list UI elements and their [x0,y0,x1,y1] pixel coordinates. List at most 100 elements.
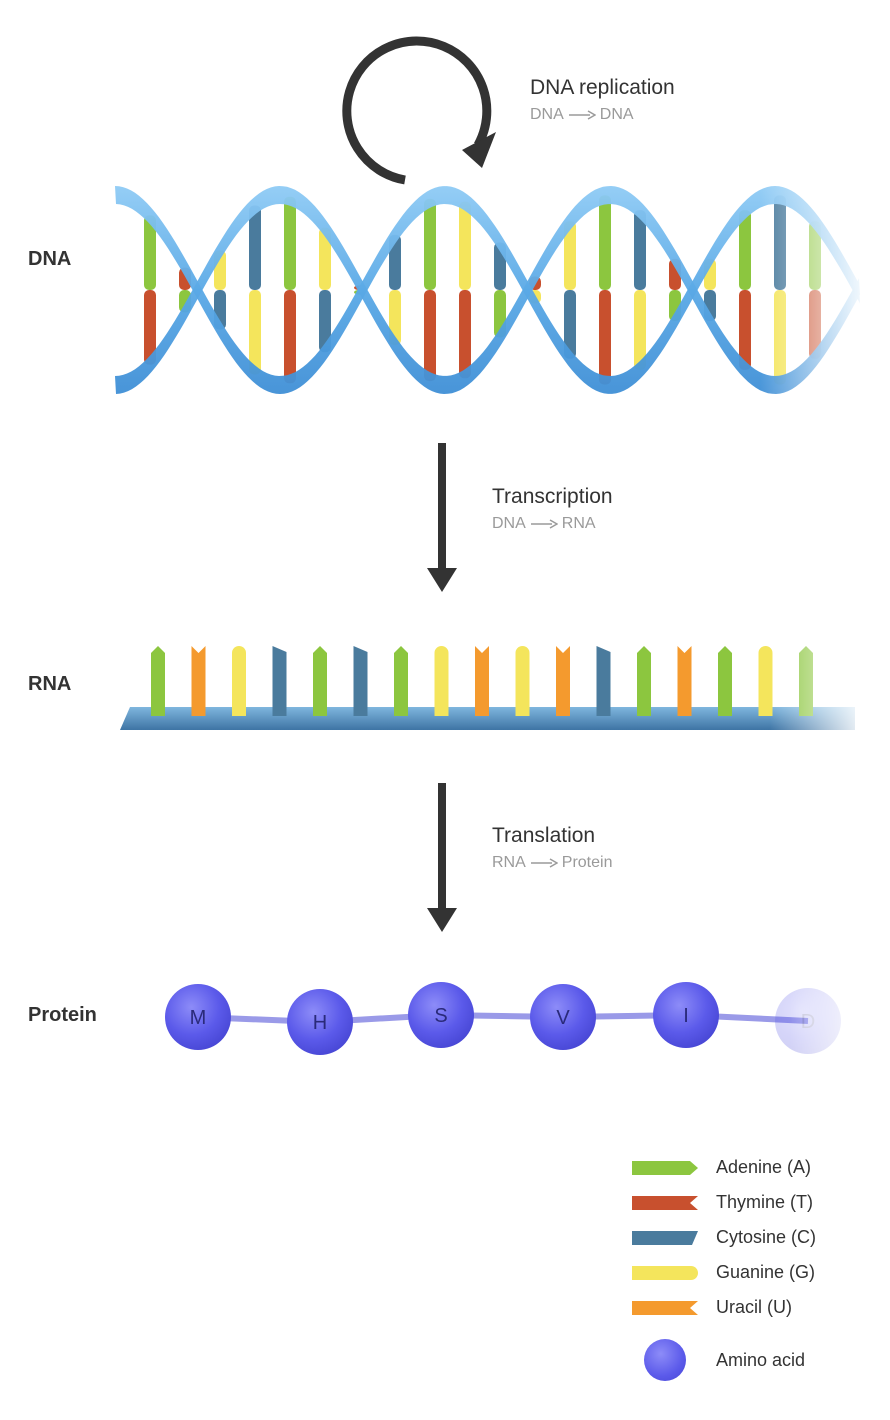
legend-item-adenine: Adenine (A) [632,1150,816,1185]
rna-base [677,646,692,716]
legend-label-guanine: Guanine (G) [716,1262,816,1282]
adenine-swatch [632,1160,698,1175]
amino-acid-circle [653,982,719,1048]
base-pair-bottom [599,290,611,385]
uracil-swatch [632,1300,698,1315]
amino-acid-icon [644,1339,686,1381]
amino-acid-circle [165,984,231,1050]
rna-base [272,646,287,716]
amino-acid-letter: M [190,1007,207,1029]
rna-base [475,646,489,716]
base-pair-top [564,221,576,290]
replication-subtitle: DNA DNA [530,106,675,124]
legend-item-cytosine: Cytosine (C) [632,1220,816,1255]
amino-acid-letter: V [556,1007,570,1029]
transcription-from: DNA [492,515,526,532]
dna-double-helix [115,170,870,410]
dna-backbone-strand-2 [115,186,860,394]
rna-base [313,646,327,716]
translation-to: Protein [561,854,613,871]
rna-base [232,646,246,716]
amino-acid-bead: H [287,989,353,1055]
legend-item-uracil: Uracil (U) [632,1290,816,1325]
legend-label-thymine: Thymine (T) [716,1192,814,1212]
translation-title: Translation [492,824,596,847]
base-pair-top [634,210,646,290]
transcription-step: Transcription DNA RNA [492,485,613,533]
base-pair-top [389,234,401,290]
legend-item-guanine: Guanine (G) [632,1255,816,1290]
small-right-arrow-icon [568,110,596,120]
thymine-swatch [632,1195,698,1210]
base-pair-bottom [389,290,401,346]
legend-label-uracil: Uracil (U) [716,1297,792,1317]
rna-base [718,646,732,716]
translation-step: Translation RNA Protein [492,824,612,872]
rna-fade [770,630,870,740]
small-right-arrow-icon [530,858,558,868]
base-pair-top [319,227,331,290]
transcription-arrow [427,443,457,592]
base-pair-bottom [424,290,436,382]
protein-fade [790,975,870,1065]
legend-label-cytosine: Cytosine (C) [716,1227,817,1247]
legend-item-amino-acid: Amino acid [632,1339,816,1381]
amino-acid-bead: I [653,982,719,1048]
amino-acid-bead: S [408,982,474,1048]
rna-base [637,646,651,716]
rna-base [596,646,611,716]
translation-arrow [427,783,457,932]
base-pair-bottom [144,290,156,365]
dna-label: DNA [28,248,72,270]
cytosine-swatch [632,1230,698,1245]
guanine-swatch [632,1265,698,1280]
rna-label: RNA [28,673,72,695]
rna-base [353,646,368,716]
rna-base [758,646,773,716]
translation-from: RNA [492,854,526,871]
base-pair-top [739,210,751,290]
amino-acid-circle [530,984,596,1050]
rna-base [151,646,165,716]
replication-from: DNA [530,106,564,123]
legend-label-amino: Amino acid [716,1349,806,1370]
base-pair-bottom [634,290,646,370]
base-pair-top [284,196,296,290]
rna-strand [120,630,870,740]
amino-acid-letter: I [683,1005,689,1027]
base-pair-bottom [459,290,471,379]
replication-title: DNA replication [530,76,675,99]
base-pair-bottom [564,290,576,359]
base-pair-bottom [284,290,296,384]
replication-step: DNA replication DNA DNA [530,76,675,124]
helix-fade [760,170,870,410]
base-pair-bottom [319,290,331,353]
rna-base [515,646,530,716]
base-pair-bottom [249,290,261,375]
amino-acid-bead: V [530,984,596,1050]
replication-cycle-arrow [342,36,496,185]
translation-subtitle: RNA Protein [492,854,612,872]
amino-acid-letter: S [434,1005,447,1027]
base-pair-top [249,205,261,290]
amino-acid-circle [408,982,474,1048]
base-pair-top [144,215,156,290]
small-right-arrow-icon [530,519,558,529]
dna-backbone-strand-1 [115,186,860,394]
legend: Adenine (A) Thymine (T) Cytosine (C) Gua… [632,1150,816,1381]
transcription-to: RNA [561,515,596,532]
rna-base [191,646,206,716]
legend-label-adenine: Adenine (A) [716,1157,812,1177]
protein-label: Protein [28,1004,97,1026]
base-pair-top [459,201,471,290]
rna-base [434,646,449,716]
base-pair-top [599,195,611,290]
amino-acid-letter: H [313,1012,327,1034]
amino-acid-circle [287,989,353,1055]
rna-base [394,646,408,716]
amino-acid-bead: M [165,984,231,1050]
replication-to: DNA [599,106,634,123]
transcription-title: Transcription [492,485,613,508]
